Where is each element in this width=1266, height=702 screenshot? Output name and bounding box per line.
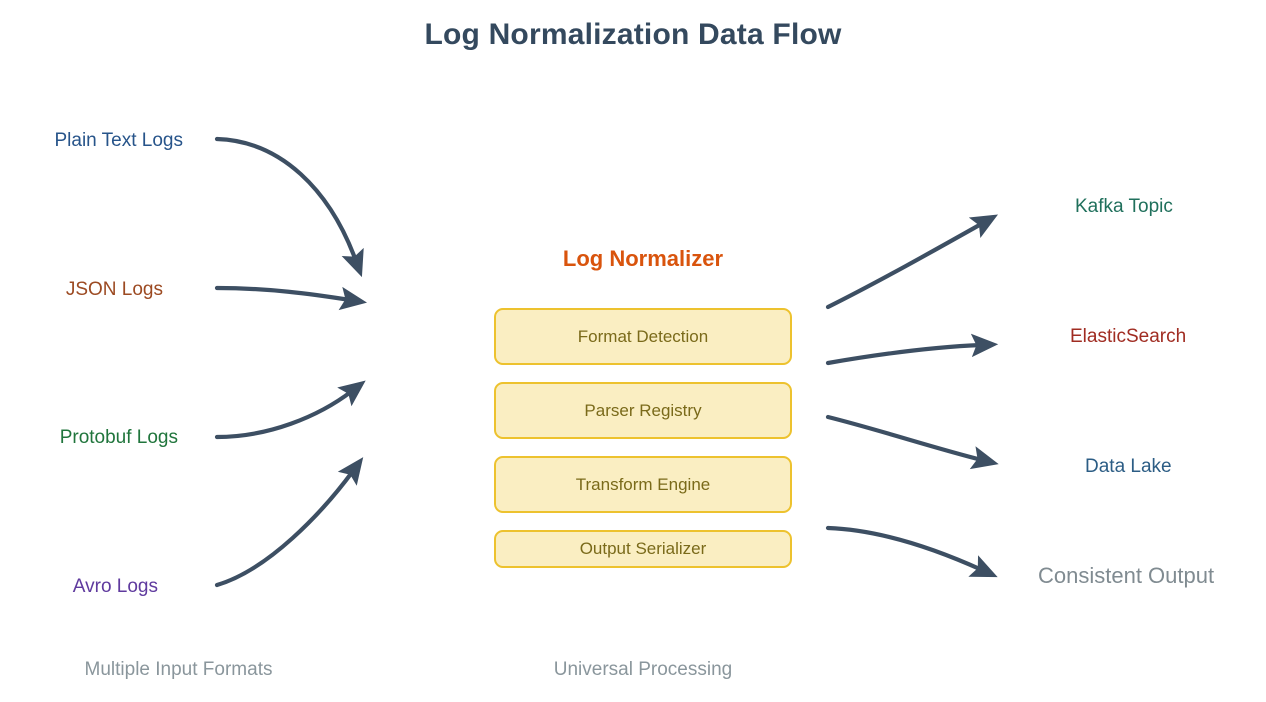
input-label-avro-logs[interactable]: Avro Logs bbox=[72, 576, 158, 597]
output-label-kafka-topic[interactable]: Kafka Topic bbox=[1075, 196, 1173, 217]
output-label-data-lake[interactable]: Data Lake bbox=[1085, 456, 1172, 477]
output-label-elasticsearch[interactable]: ElasticSearch bbox=[1070, 326, 1187, 347]
arrow-normalizer-to-data-lake bbox=[825, 414, 999, 470]
processor-title: Log Normalizer bbox=[562, 246, 724, 271]
output-label-consistent-output[interactable]: Consistent Output bbox=[1038, 563, 1215, 588]
arrow-plain-text-logs-to-normalizer bbox=[214, 136, 364, 278]
stage-label: Parser Registry bbox=[584, 400, 702, 420]
arrow-avro-logs-to-normalizer bbox=[214, 457, 364, 588]
stage-box-output-serializer[interactable]: Output Serializer bbox=[494, 530, 792, 568]
input-label-plain-text-logs[interactable]: Plain Text Logs bbox=[54, 130, 183, 151]
stage-box-format-detection[interactable]: Format Detection bbox=[494, 308, 792, 365]
caption-universal-processing: Universal Processing bbox=[553, 659, 733, 680]
caption-multiple-input-formats: Multiple Input Formats bbox=[84, 659, 273, 680]
page-title: Log Normalization Data Flow bbox=[424, 18, 842, 51]
stage-box-transform-engine[interactable]: Transform Engine bbox=[494, 456, 792, 513]
arrow-json-logs-to-normalizer bbox=[214, 285, 368, 311]
input-label-json-logs[interactable]: JSON Logs bbox=[65, 279, 163, 300]
stage-box-parser-registry[interactable]: Parser Registry bbox=[494, 382, 792, 439]
stage-label: Output Serializer bbox=[579, 539, 707, 558]
arrow-protobuf-logs-to-normalizer bbox=[214, 380, 366, 440]
arrow-normalizer-to-elasticsearch bbox=[825, 333, 999, 366]
stage-label: Transform Engine bbox=[575, 474, 711, 494]
input-label-protobuf-logs[interactable]: Protobuf Logs bbox=[59, 427, 178, 448]
arrow-normalizer-to-consistent-output bbox=[825, 525, 998, 578]
arrow-normalizer-to-kafka-topic bbox=[825, 214, 999, 310]
stage-label: Format Detection bbox=[577, 326, 709, 346]
